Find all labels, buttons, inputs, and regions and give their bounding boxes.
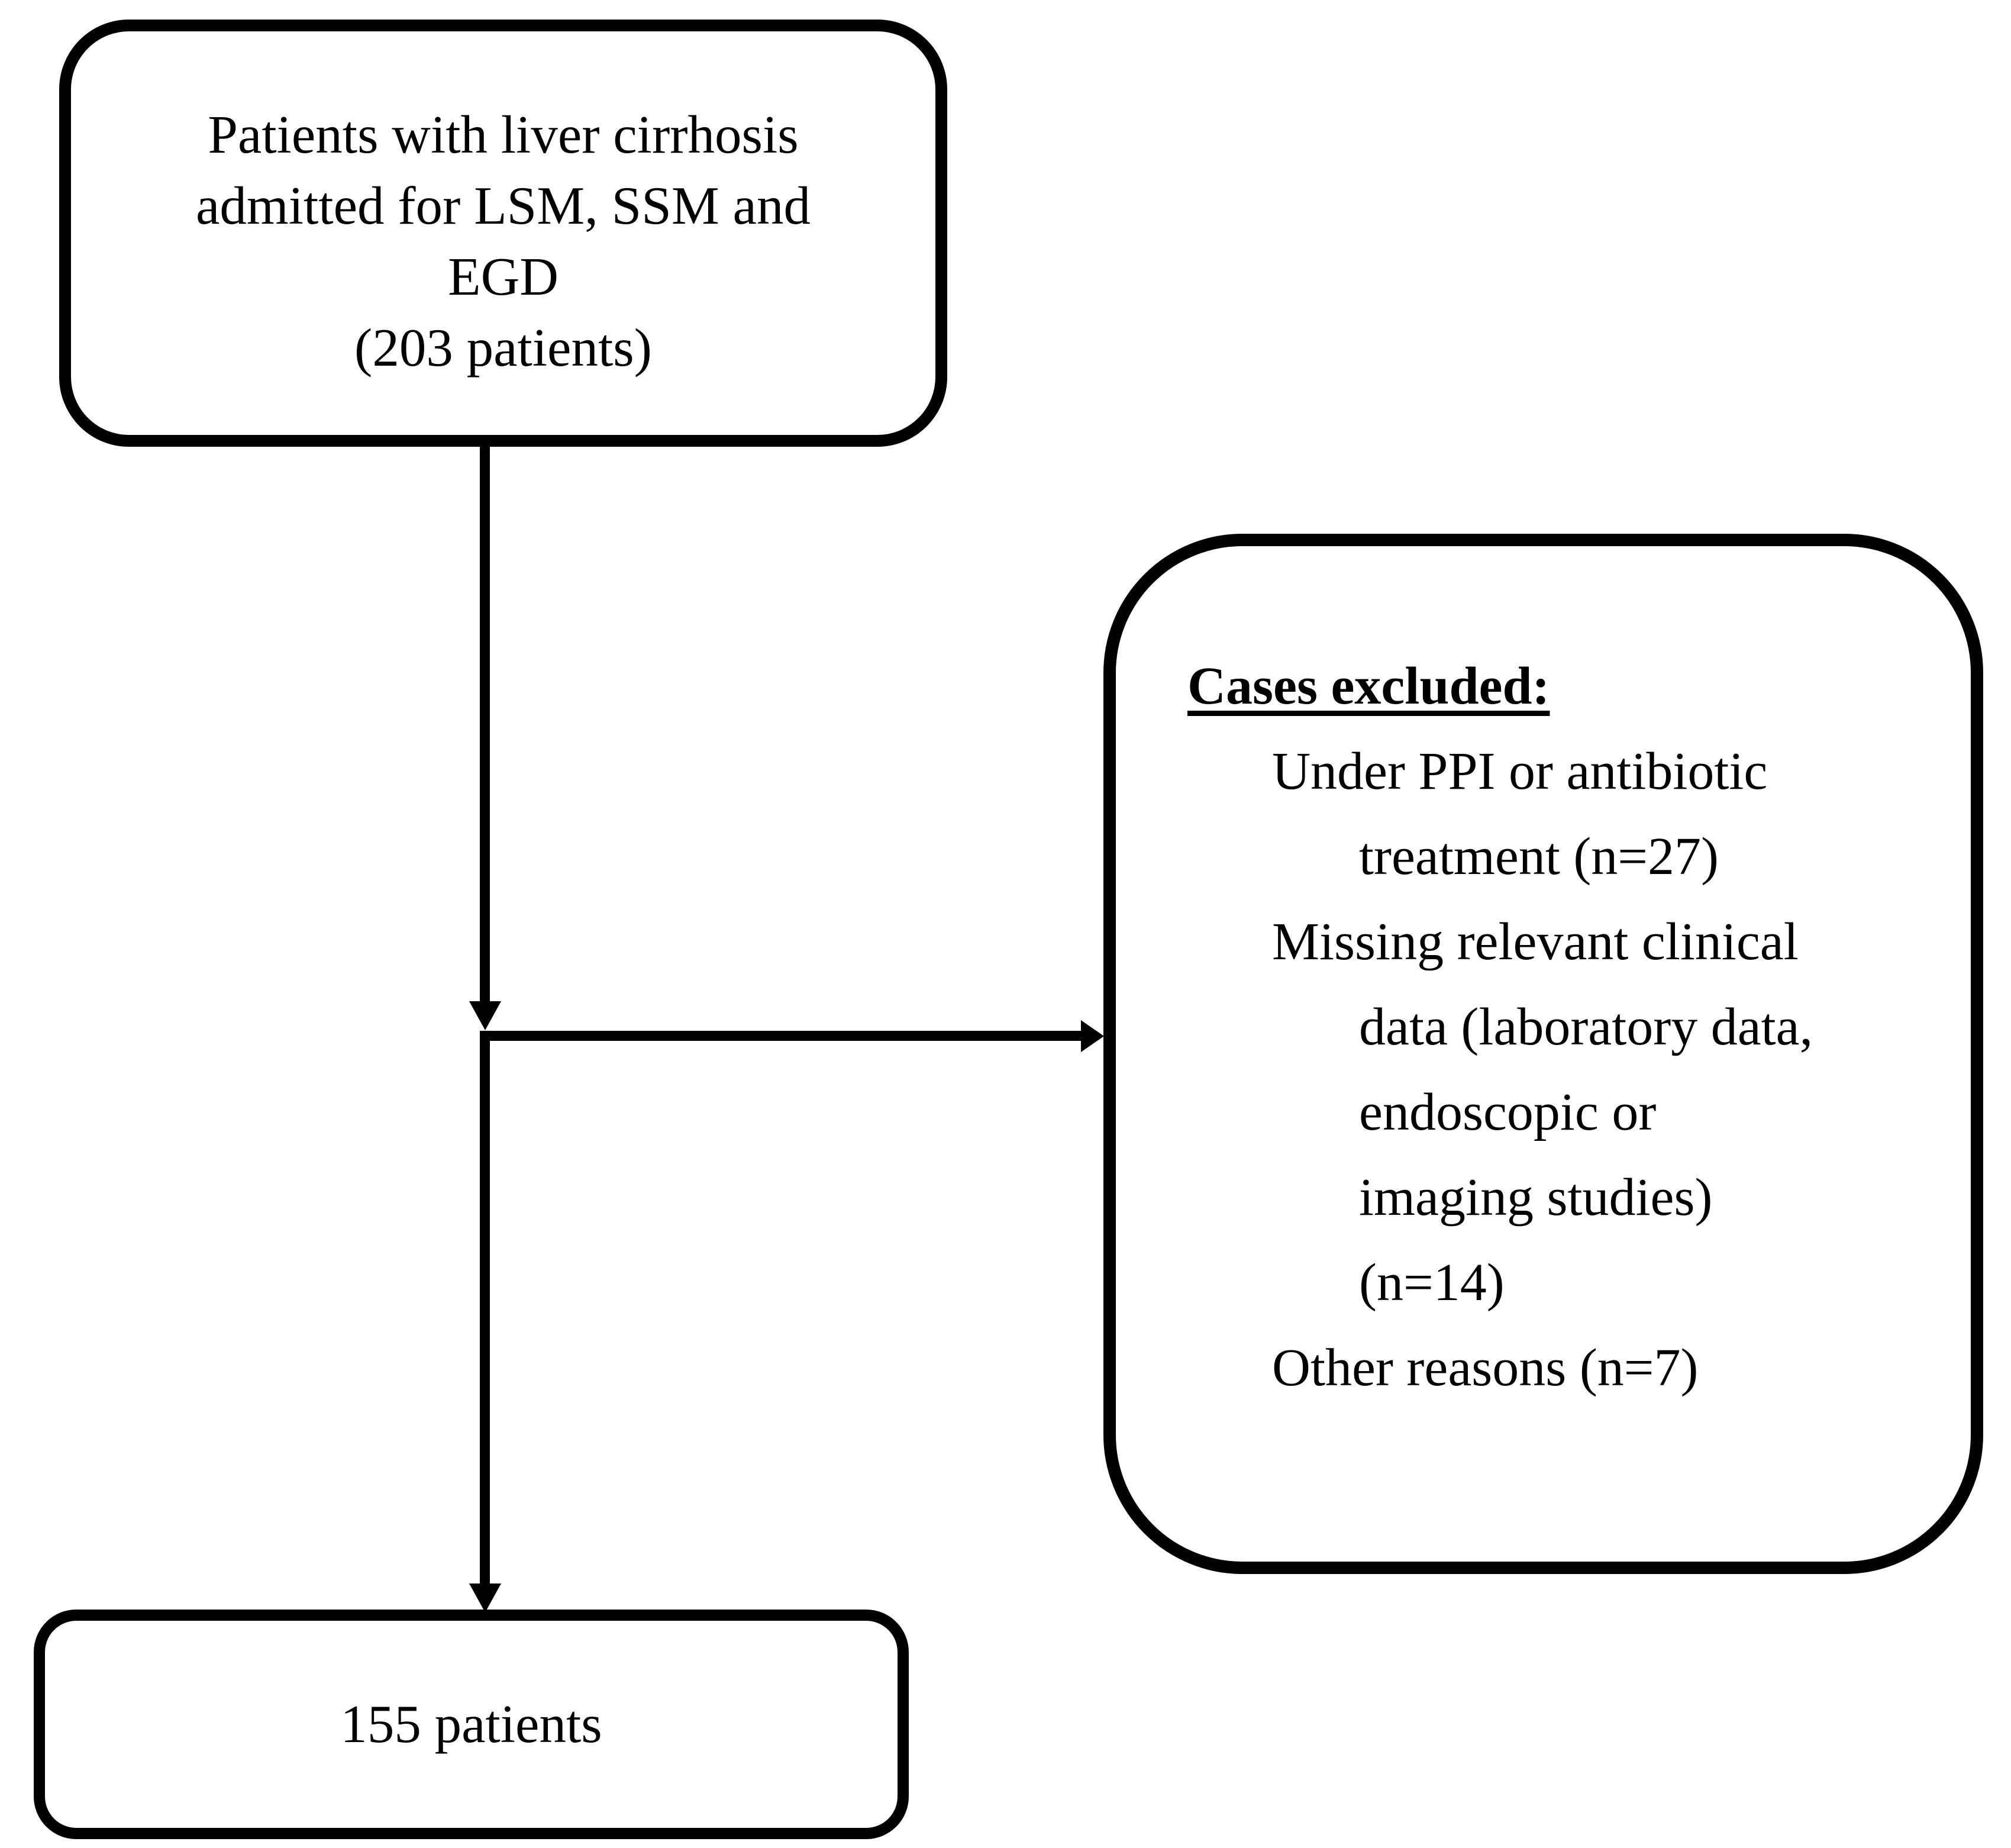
- text-line: Under PPI or antibiotic: [1272, 742, 1768, 801]
- text-line: Other reasons (n=7): [1272, 1339, 1699, 1397]
- box-initial-cohort: Patients with liver cirrhosis admitted fo…: [59, 20, 947, 447]
- box-cases-excluded: Cases excluded: Under PPI or antibiotic t…: [1103, 534, 1983, 1574]
- cases-excluded-content: Cases excluded: Under PPI or antibiotic t…: [1116, 546, 1971, 1562]
- box-final-cohort: 155 patients: [34, 1610, 909, 1839]
- text-line: Patients with liver cirrhosis: [208, 105, 799, 165]
- final-cohort-label: 155 patients: [340, 1694, 602, 1754]
- cases-excluded-heading: Cases excluded:: [1187, 657, 1550, 715]
- text-line: admitted for LSM, SSM and: [196, 176, 811, 236]
- text-line: data (laboratory data,: [1359, 998, 1813, 1056]
- connector-horizontal-to-excluded: [480, 1031, 1081, 1041]
- text-line: Missing relevant clinical: [1272, 912, 1799, 971]
- arrowhead-right-excluded-icon: [1081, 1020, 1104, 1052]
- initial-cohort-text: Patients with liver cirrhosis admitted fo…: [71, 31, 935, 435]
- text-line: (203 patients): [354, 318, 652, 378]
- text-line: EGD: [447, 247, 559, 307]
- connector-vertical-upper: [480, 446, 490, 1001]
- text-line: (n=14): [1359, 1253, 1505, 1312]
- connector-vertical-lower: [480, 1031, 490, 1586]
- text-line: imaging studies): [1359, 1168, 1713, 1227]
- cases-excluded-list: Under PPI or antibiotic treatment (n=27) M…: [1187, 729, 1947, 1411]
- text-line: endoscopic or: [1359, 1083, 1657, 1141]
- arrowhead-down-junction-icon: [469, 1001, 501, 1030]
- text-line: treatment (n=27): [1359, 827, 1719, 886]
- arrowhead-down-final-icon: [469, 1583, 501, 1612]
